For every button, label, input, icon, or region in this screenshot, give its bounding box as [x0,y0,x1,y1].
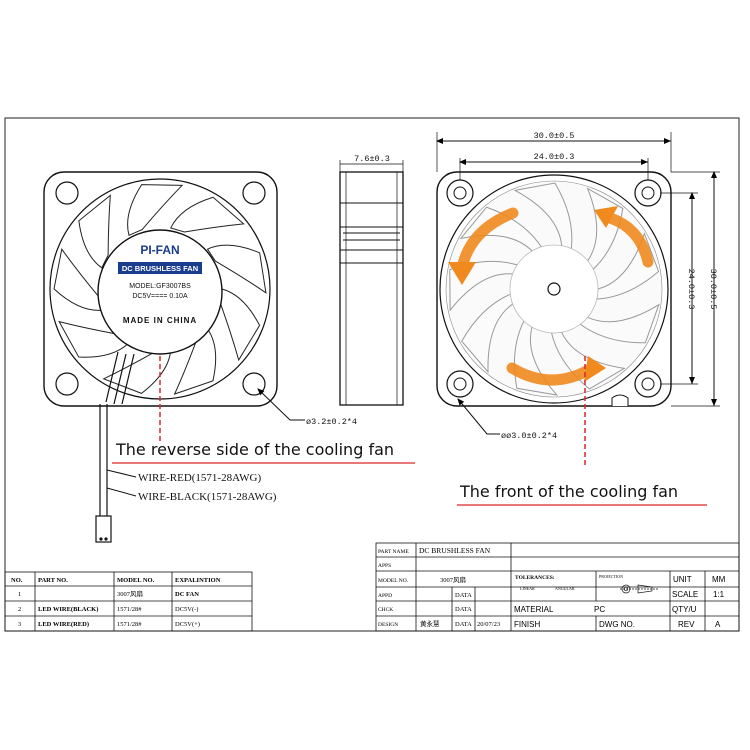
title-block-grid [375,542,740,632]
tb-finish-label: FINISH [514,620,540,629]
front-fan-view [436,171,672,465]
reverse-fan-view [43,171,278,543]
reverse-hole-leader [257,388,305,421]
tb-appd-label: APPD [378,593,392,599]
pt-h-no: NO. [11,577,23,584]
tb-chck-label: CHCK [378,607,393,613]
front-hole-dim: øø3.0±0.2*4 [501,431,557,441]
side-fan-view [339,160,404,406]
parts-table-headers: NO. PART NO. MODEL NO. EXPALINTION [11,577,221,584]
pt-r2-part: LED WIRE(BLACK) [38,606,98,613]
label-model: MODEL:GF3007BS [129,283,191,290]
label-made: MADE IN CHINA [123,316,197,325]
reverse-blade [53,247,103,311]
pt-r1-expl: DC FAN [175,591,199,598]
pt-r2-no: 2 [18,606,21,613]
fan-logo: PI-FAN [140,243,179,257]
tb-dsgn-label: DESIGN [378,622,398,628]
label-band: DC BRUSHLESS FAN [122,264,198,273]
label-power: DC5V==== 0.10A [132,293,188,300]
mount-hole-br [242,372,266,396]
wire-black-label: WIRE-BLACK(1571-28AWG) [138,491,277,503]
rotation-arrow-bottom [506,362,598,386]
reverse-hole-dim: ø3.2±0.2*4 [306,417,357,427]
tb-rev: A [715,620,721,629]
tb-tolerances: TOLERANCES: [515,575,555,581]
tb-apps-label: APPS [378,563,391,569]
pt-r3-no: 3 [18,621,21,628]
tb-dsgn-name: 黄永慧 [420,619,440,628]
pt-r3-model: 1571/28# [117,621,142,628]
mount-hole-bl [55,372,79,396]
tb-scale-label: SCALE [672,590,698,599]
tb-model-label: MODEL NO. [378,578,409,584]
dim-outer-width: 30.0±0.5 [534,131,575,141]
pt-r2-model: 1571/28# [117,606,142,613]
front-caption: The front of the cooling fan [459,482,678,501]
tb-dsgn-data: DATA [455,621,472,628]
tb-chck-data: DATA [455,606,472,613]
reverse-blade [219,288,261,362]
tb-dsgn-date: 20/07/23 [477,621,500,628]
tb-unit-label: UNIT [673,575,692,584]
reverse-blade [170,196,245,233]
pt-h-model: MODEL NO. [117,577,155,584]
pt-r3-expl: DC5V(+) [175,621,200,628]
tb-projection: PROJECTION [599,574,623,579]
pt-r3-part: LED WIRE(RED) [38,621,89,628]
reverse-blade [127,184,184,236]
rotation-arrow-left [456,207,519,274]
tb-scale: 1:1 [713,590,725,599]
tb-model: 3007风扇 [440,575,466,584]
dim-hole-width: 24.0±0.3 [534,152,575,162]
pt-h-part: PART NO. [38,577,68,584]
drawing-frame [4,117,740,632]
parts-table [4,571,253,632]
pt-r1-no: 1 [18,591,21,598]
tb-tol-linear: LINEAR [520,586,535,591]
tb-rev-label: REV [678,620,695,629]
wire-red-label: WIRE-RED(1571-28AWG) [138,472,261,484]
front-blade [579,303,660,344]
dim-hole-height: 24.0±0.3 [686,269,696,310]
tb-material-label: MATERIAL [514,605,554,614]
tb-dwg-label: DWG NO. [599,620,635,629]
reverse-blade [102,349,172,394]
front-blade [459,206,543,252]
tb-unit: MM [712,575,726,584]
reverse-blade [58,320,130,358]
reverse-caption: The reverse side of the cooling fan [115,440,394,459]
front-hole-leader [457,398,500,435]
reverse-blade [173,328,217,395]
mount-hole-tl [55,181,79,205]
tb-qty-label: QTY/U [672,605,697,614]
title-block: PART NAME DC BRUSHLESS FAN APPS MODEL NO… [378,546,726,629]
connector [95,515,112,543]
tb-appd-data: DATA [455,592,472,599]
front-blade [461,293,514,374]
side-thickness-dim: 7.6±0.3 [354,154,390,164]
mount-hole-tr [242,181,266,205]
tb-material: PC [594,605,605,614]
label-band-bg [118,262,202,274]
rotation-arrow-right [604,212,654,268]
front-blade [513,182,573,250]
dim-outer-height: 30.0±0.5 [708,269,718,310]
pt-h-expl: EXPALINTION [175,577,221,584]
pt-r1-model: 3007风扇 [117,589,143,598]
tb-tol-angular: ANGULAR [555,586,575,591]
hub-label-disc [97,229,223,355]
projection-symbol [620,584,658,594]
tb-part-name: DC BRUSHLESS FAN [419,546,491,555]
reverse-blade [206,244,267,294]
tb-part-name-label: PART NAME [378,549,409,555]
parts-table-rows: 1 3007风扇 DC FAN 2 LED WIRE(BLACK) 1571/2… [18,589,200,628]
pt-r2-expl: DC5V(-) [175,606,198,613]
reverse-blade [78,194,111,269]
